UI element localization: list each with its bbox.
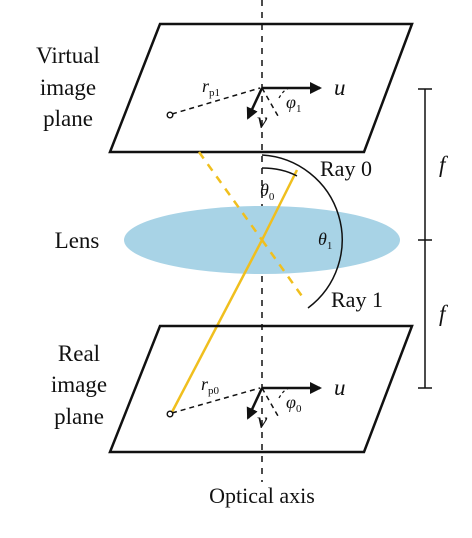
real-phi-label: φ0 — [286, 392, 302, 415]
virtual-plane-outline — [108, 22, 414, 154]
real-radius-label: rp0 — [201, 374, 220, 397]
focal-length-bracket: f f — [418, 88, 449, 389]
u-label-real: u — [334, 375, 346, 400]
virtual-radius-line — [171, 87, 261, 115]
real-plane-label-line1: Real — [58, 341, 100, 366]
ray1-label: Ray 1 — [331, 287, 383, 312]
virtual-phi-label: φ1 — [286, 92, 301, 115]
ray0-label: Ray 0 — [320, 156, 372, 181]
lens-label: Lens — [55, 228, 100, 253]
v-label-virtual: v — [257, 108, 268, 133]
virtual-plane-label-line2: image — [40, 75, 96, 100]
real-phi-arc — [278, 387, 291, 399]
virtual-plane-label-line1: Virtual — [36, 43, 100, 68]
lens-group: Lens — [55, 206, 400, 274]
real-plane-outline — [108, 324, 414, 454]
theta1-arc — [261, 154, 343, 309]
focal-length-label-lower: f — [439, 301, 449, 326]
real-image-plane: Real image plane rp0 u v φ0 — [51, 324, 414, 454]
real-plane-label-line2: image — [51, 372, 107, 397]
v-axis-arrow-virtual — [246, 87, 264, 120]
optical-axis-label: Optical axis — [209, 483, 315, 508]
theta0-label: θ0 — [260, 180, 275, 203]
real-radius-line — [171, 387, 261, 414]
real-plane-label-line3: plane — [54, 404, 104, 429]
virtual-radius-label: rp1 — [202, 76, 220, 99]
virtual-image-point — [166, 111, 174, 119]
ray0-upper-segment — [260, 169, 299, 241]
virtual-plane-label-line3: plane — [43, 106, 93, 131]
focal-length-label-upper: f — [439, 152, 449, 177]
ray1-lower-dashed-segment — [260, 239, 306, 300]
theta0-arc — [261, 167, 298, 177]
real-image-point — [166, 410, 174, 418]
u-label-virtual: u — [334, 75, 346, 100]
theta1-label: θ1 — [318, 229, 332, 252]
virtual-image-plane: Virtual image plane rp1 u v φ1 — [36, 22, 414, 154]
v-label-real: v — [257, 408, 268, 433]
virtual-phi-arc — [278, 87, 291, 99]
ray1-upper-dashed-segment — [197, 151, 264, 241]
v-axis-arrow-real — [246, 387, 264, 420]
